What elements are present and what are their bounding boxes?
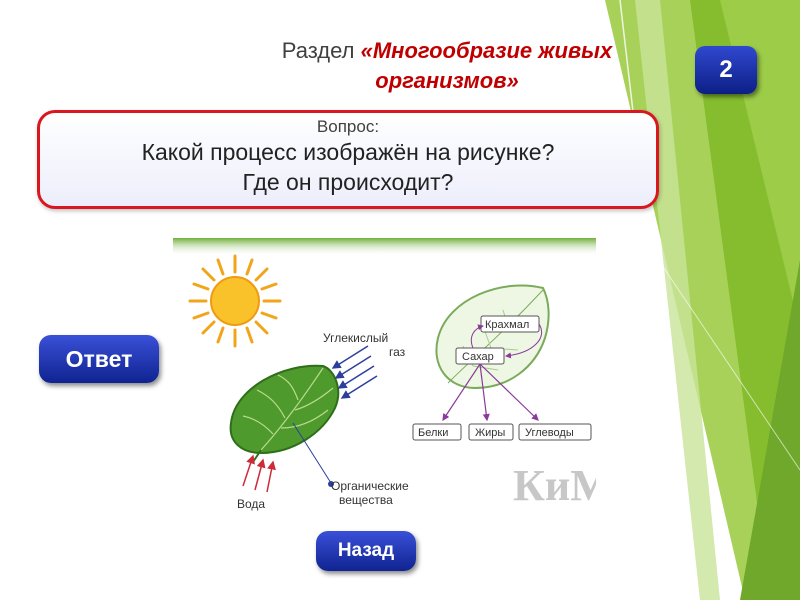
leaf-schema: Крахмал Сахар <box>435 284 550 390</box>
section-prefix: Раздел <box>281 38 361 63</box>
question-label: Вопрос: <box>316 117 380 136</box>
starch-label: Крахмал <box>485 319 529 331</box>
question-number-badge: 2 <box>695 46 757 94</box>
question-box: Вопрос: Какой процесс изображён на рисун… <box>37 110 659 209</box>
organic-label-2: вещества <box>339 493 393 507</box>
section-name-line1: «Многообразие живых <box>360 38 613 63</box>
back-button[interactable]: Назад <box>316 531 416 571</box>
photosynthesis-illustration: Углекислый газ Вода Органические веществ… <box>173 238 596 514</box>
co2-arrows <box>331 345 378 399</box>
product-arrows <box>442 363 539 422</box>
leaf-icon <box>229 364 340 463</box>
water-label: Вода <box>237 497 265 511</box>
question-text-line1: Какой процесс изображён на рисунке? <box>141 139 555 165</box>
section-name-line2: организмов» <box>375 68 519 93</box>
sun-icon <box>188 254 282 348</box>
answer-button[interactable]: Ответ <box>39 335 159 383</box>
water-arrows <box>242 454 276 493</box>
co2-label: Углекислый <box>323 331 388 345</box>
watermark-logo: КиМ <box>513 461 596 510</box>
proteins-label: Белки <box>418 427 448 439</box>
co2-label-2: газ <box>389 345 406 359</box>
sugar-label: Сахар <box>462 351 494 363</box>
section-title: Раздел «Многообразие живых организмов» <box>232 36 662 96</box>
carbs-label: Углеводы <box>525 427 574 439</box>
question-text-line2: Где он происходит? <box>242 169 454 195</box>
organic-label: Органические <box>331 479 409 493</box>
fats-label: Жиры <box>475 427 505 439</box>
